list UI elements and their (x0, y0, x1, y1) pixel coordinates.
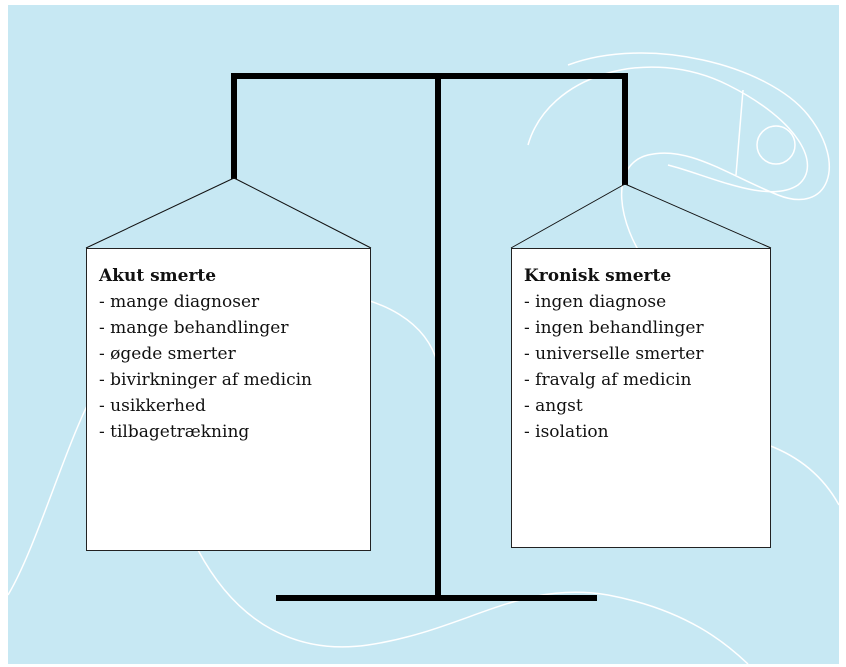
right-pan-item: - ingen behandlinger (524, 318, 704, 338)
decorative-line-right (735, 89, 744, 176)
right-pan-string-right (624, 183, 772, 249)
left-pan-list: - mange diagnoser - mange behandlinger -… (99, 289, 358, 445)
left-pan-box: Akut smerte - mange diagnoser - mange be… (86, 248, 371, 551)
left-pan-item: - øgede smerter (99, 344, 236, 364)
right-pan-item: - angst (524, 396, 583, 416)
decorative-circle (756, 125, 796, 165)
left-pan-item: - usikkerhed (99, 396, 206, 416)
left-pan-item: - bivirkninger af medicin (99, 370, 312, 390)
decorative-loop-inner (527, 66, 809, 193)
right-pan-list: - ingen diagnose - ingen behandlinger - … (524, 289, 758, 445)
right-pan-item: - universelle smerter (524, 344, 704, 364)
right-pan-box: Kronisk smerte - ingen diagnose - ingen … (511, 248, 771, 548)
left-pan-item: - mange diagnoser (99, 292, 260, 312)
left-pan-string-right (233, 177, 372, 249)
left-pan-title: Akut smerte (99, 266, 217, 286)
right-pan-string-left (510, 183, 626, 249)
decorative-wave-bottom (197, 549, 749, 664)
right-pan-item: - fravalg af medicin (524, 370, 692, 390)
right-pan-item: - ingen diagnose (524, 292, 667, 312)
right-pan-title: Kronisk smerte (524, 266, 672, 286)
right-pan-item: - isolation (524, 422, 609, 442)
left-pan-item: - tilbagetrækning (99, 422, 250, 442)
left-pan-string-left (85, 177, 235, 249)
left-pan-item: - mange behandlinger (99, 318, 289, 338)
